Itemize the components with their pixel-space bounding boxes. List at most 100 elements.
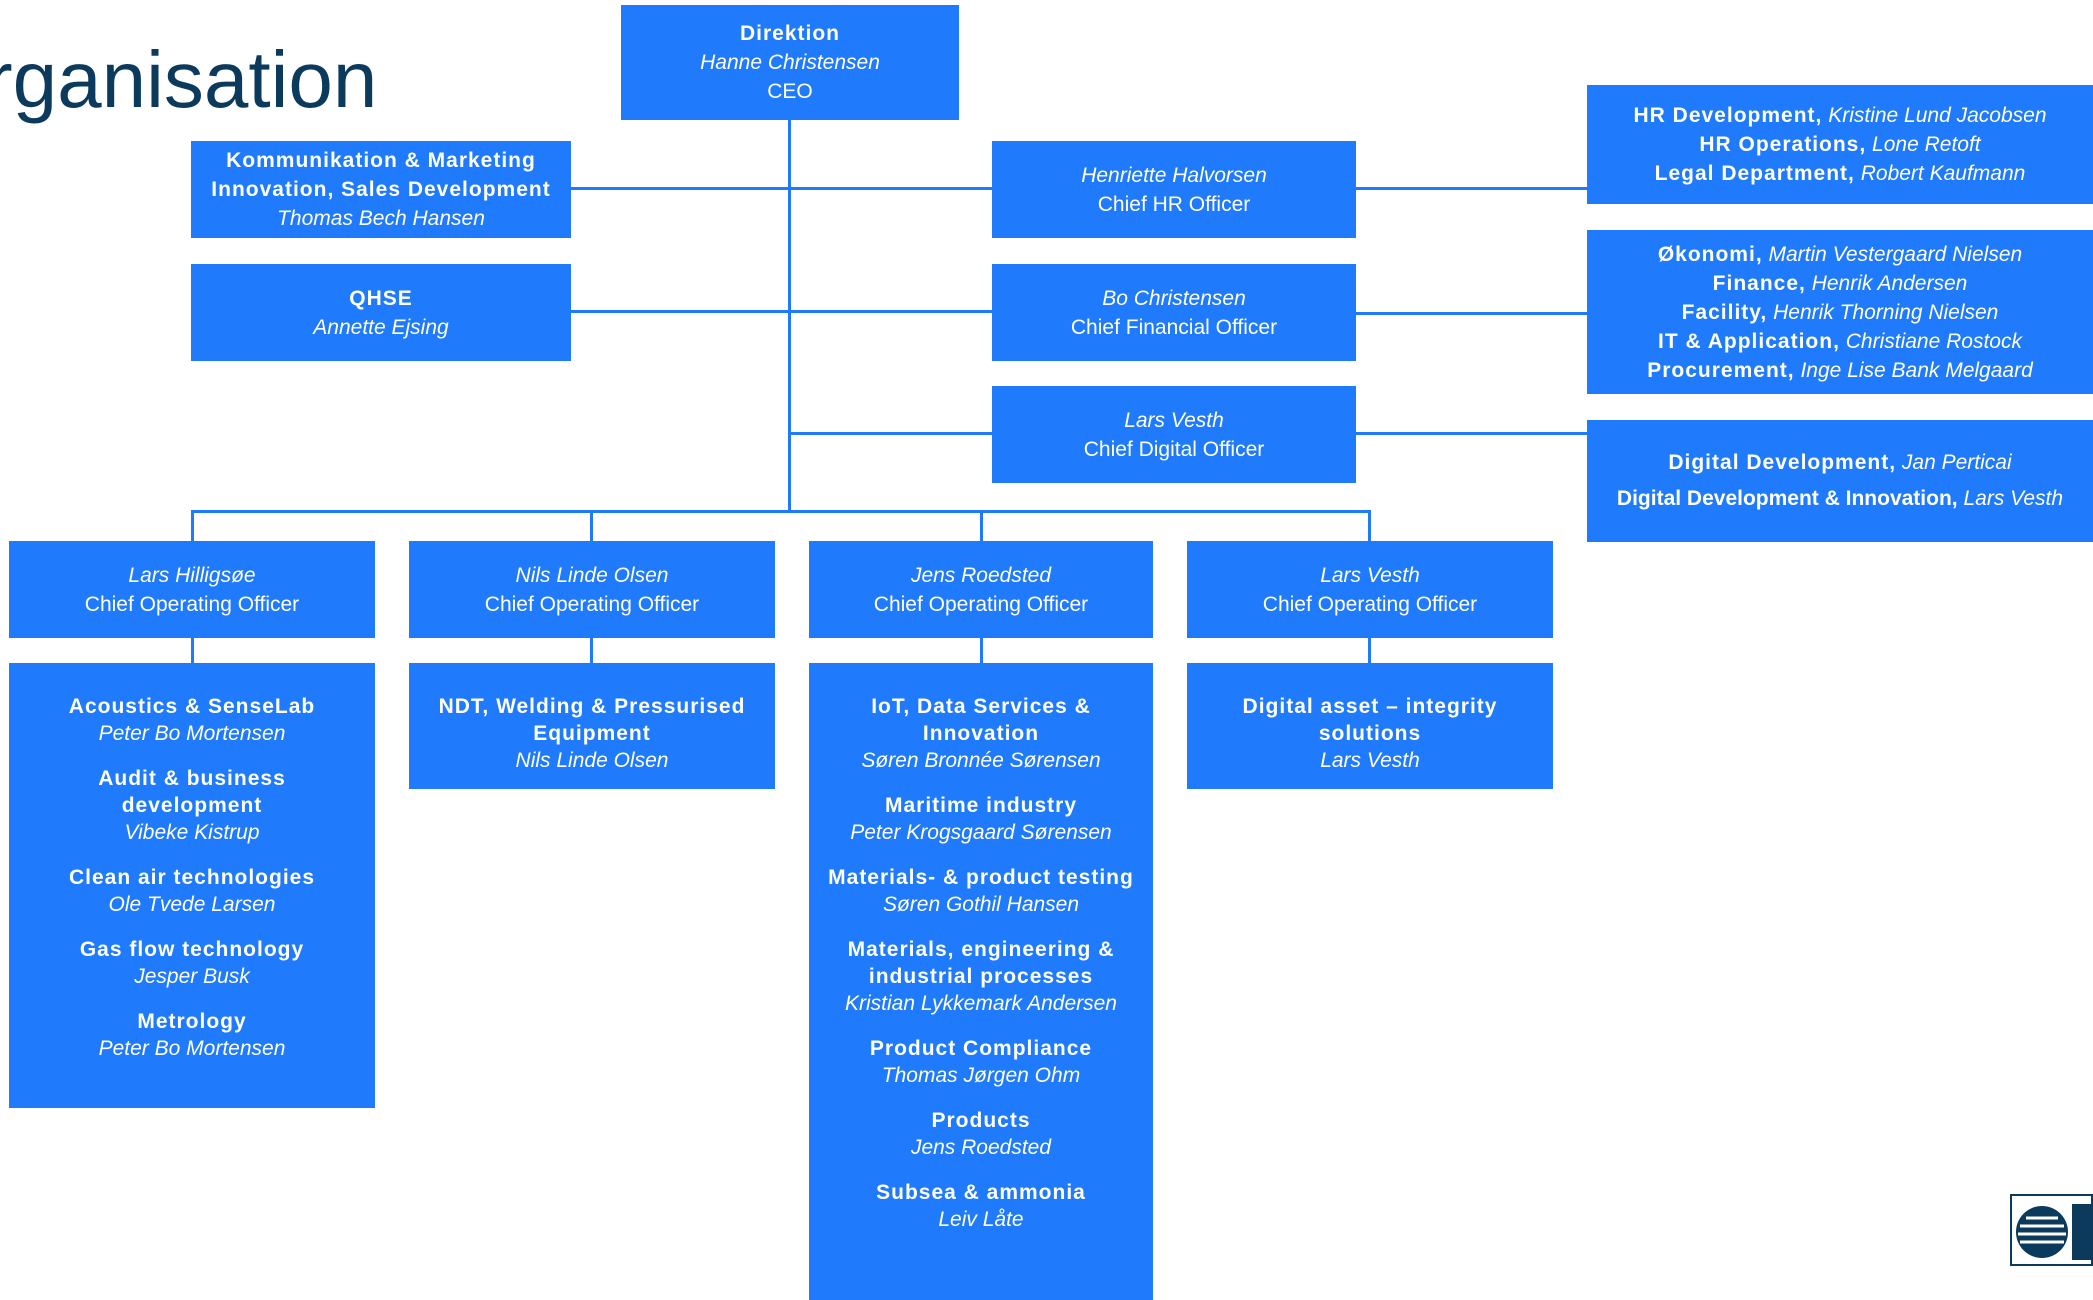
unit-manager: Søren Gothil Hansen xyxy=(882,893,1080,916)
connector-line xyxy=(1356,312,1588,315)
connector-line xyxy=(191,637,194,665)
unit-manager: Kristine Lund Jacobsen xyxy=(1828,104,2047,127)
finance-unit-row: IT & Application, Christiane Rostock xyxy=(1658,327,2022,356)
unit-manager: Leiv Låte xyxy=(938,1208,1024,1231)
unit-name: Digital Development, xyxy=(1668,451,1897,474)
unit-manager: Nils Linde Olsen xyxy=(515,749,669,772)
connector-line xyxy=(570,187,992,190)
unit-manager: Vibeke Kistrup xyxy=(124,821,260,844)
unit-manager: Thomas Jørgen Ohm xyxy=(881,1064,1081,1087)
communication-name: Thomas Bech Hansen xyxy=(277,207,485,230)
cfo-role: Chief Financial Officer xyxy=(1070,315,1278,339)
unit-name: Digital Development & Innovation, xyxy=(1616,487,1958,510)
unit-name: IoT, Data Services & Innovation xyxy=(871,695,1091,745)
coo-role: Chief Operating Officer xyxy=(1262,592,1478,616)
page-title: rganisation xyxy=(0,35,378,124)
unit-name: HR Operations, xyxy=(1699,133,1867,156)
cdo-box: Lars Vesth Chief Digital Officer xyxy=(992,386,1356,483)
unit-manager: Jens Roedsted xyxy=(910,1136,1052,1159)
communication-line-1: Kommunikation & Marketing xyxy=(226,149,536,172)
unit-manager: Søren Bronnée Sørensen xyxy=(861,749,1101,772)
unit-name: Legal Department, xyxy=(1654,162,1855,185)
unit-manager: Peter Bo Mortensen xyxy=(98,1037,286,1060)
unit-name: Clean air technologies xyxy=(68,866,316,889)
qhse-name: Annette Ejsing xyxy=(313,315,449,339)
connector-line xyxy=(191,510,194,542)
unit-manager: Jan Perticai xyxy=(1901,451,2012,474)
unit-manager: Jesper Busk xyxy=(134,965,250,988)
company-logo-icon xyxy=(2010,1194,2093,1266)
unit-manager: Peter Krogsgaard Sørensen xyxy=(850,821,1112,844)
unit-name: Subsea & ammonia xyxy=(876,1181,1086,1204)
unit-manager: Kristian Lykkemark Andersen xyxy=(845,992,1117,1015)
coo-box-1: Lars Hilligsøe Chief Operating Officer xyxy=(9,541,375,638)
connector-line xyxy=(191,510,1371,513)
coo-box-3: Jens Roedsted Chief Operating Officer xyxy=(809,541,1153,638)
connector-line xyxy=(980,510,983,542)
unit-manager: Lone Retoft xyxy=(1872,133,1981,156)
cfo-box: Bo Christensen Chief Financial Officer xyxy=(992,264,1356,361)
unit-manager: Peter Bo Mortensen xyxy=(98,722,286,745)
unit-manager: Henrik Andersen xyxy=(1811,271,1968,295)
cfo-name: Bo Christensen xyxy=(1102,286,1246,310)
coo-role: Chief Operating Officer xyxy=(84,592,300,616)
unit-manager: Ole Tvede Larsen xyxy=(108,893,276,916)
unit-name: Materials, engineering & industrial proc… xyxy=(847,938,1115,988)
logo-globe-icon xyxy=(2016,1204,2093,1260)
communication-line-2: Innovation, Sales Development xyxy=(211,178,551,201)
unit-name: Gas flow technology xyxy=(79,938,305,961)
finance-unit-row: Procurement, Inge Lise Bank Melgaard xyxy=(1647,356,2033,385)
coo-name: Lars Hilligsøe xyxy=(128,563,256,587)
unit-name: Finance, xyxy=(1712,271,1806,295)
ceo-role: CEO xyxy=(767,80,813,103)
unit-manager: Henrik Thorning Nielsen xyxy=(1773,300,1999,324)
connector-line xyxy=(790,432,992,435)
unit-name: Product Compliance xyxy=(869,1037,1093,1060)
coo-name: Jens Roedsted xyxy=(910,563,1052,587)
chief-hr-role: Chief HR Officer xyxy=(1097,192,1251,216)
cdo-role: Chief Digital Officer xyxy=(1083,437,1265,461)
qhse-heading: QHSE xyxy=(349,286,413,310)
unit-manager: Lars Vesth xyxy=(1320,749,1420,772)
coo-name: Nils Linde Olsen xyxy=(515,563,669,587)
connector-line xyxy=(590,510,593,542)
unit-name: IT & Application, xyxy=(1658,329,1840,353)
coo-role: Chief Operating Officer xyxy=(873,592,1089,616)
hr-unit-row: HR Operations, Lone Retoft xyxy=(1699,130,1980,159)
communication-box: Kommunikation & Marketing Innovation, Sa… xyxy=(191,141,571,238)
unit-manager: Lars Vesth xyxy=(1963,487,2064,510)
digital-units-box: Digital Development, Jan Perticai Digita… xyxy=(1587,420,2093,542)
connector-line xyxy=(1368,510,1371,542)
connector-line xyxy=(570,310,992,313)
unit-manager: Robert Kaufmann xyxy=(1860,162,2026,185)
unit-name: Facility, xyxy=(1681,300,1768,324)
connector-line xyxy=(980,637,983,665)
connector-line xyxy=(1356,432,1588,435)
coo-box-4: Lars Vesth Chief Operating Officer xyxy=(1187,541,1553,638)
unit-manager: Christiane Rostock xyxy=(1845,329,2022,353)
connector-line xyxy=(788,120,791,512)
coo-name: Lars Vesth xyxy=(1320,563,1420,587)
digital-unit-row: Digital Development & Innovation, Lars V… xyxy=(1617,481,2063,517)
hr-unit-row: HR Development, Kristine Lund Jacobsen xyxy=(1633,101,2046,130)
unit-name: Økonomi, xyxy=(1657,242,1763,266)
chief-hr-name: Henriette Halvorsen xyxy=(1081,163,1267,187)
hr-units-box: HR Development, Kristine Lund Jacobsen H… xyxy=(1587,85,2093,204)
unit-name: Acoustics & SenseLab xyxy=(68,695,316,718)
connector-line xyxy=(1368,637,1371,665)
unit-manager: Inge Lise Bank Melgaard xyxy=(1800,358,2033,382)
hr-unit-row: Legal Department, Robert Kaufmann xyxy=(1655,159,2026,188)
finance-unit-row: Økonomi, Martin Vestergaard Nielsen xyxy=(1658,240,2022,269)
chief-hr-box: Henriette Halvorsen Chief HR Officer xyxy=(992,141,1356,238)
